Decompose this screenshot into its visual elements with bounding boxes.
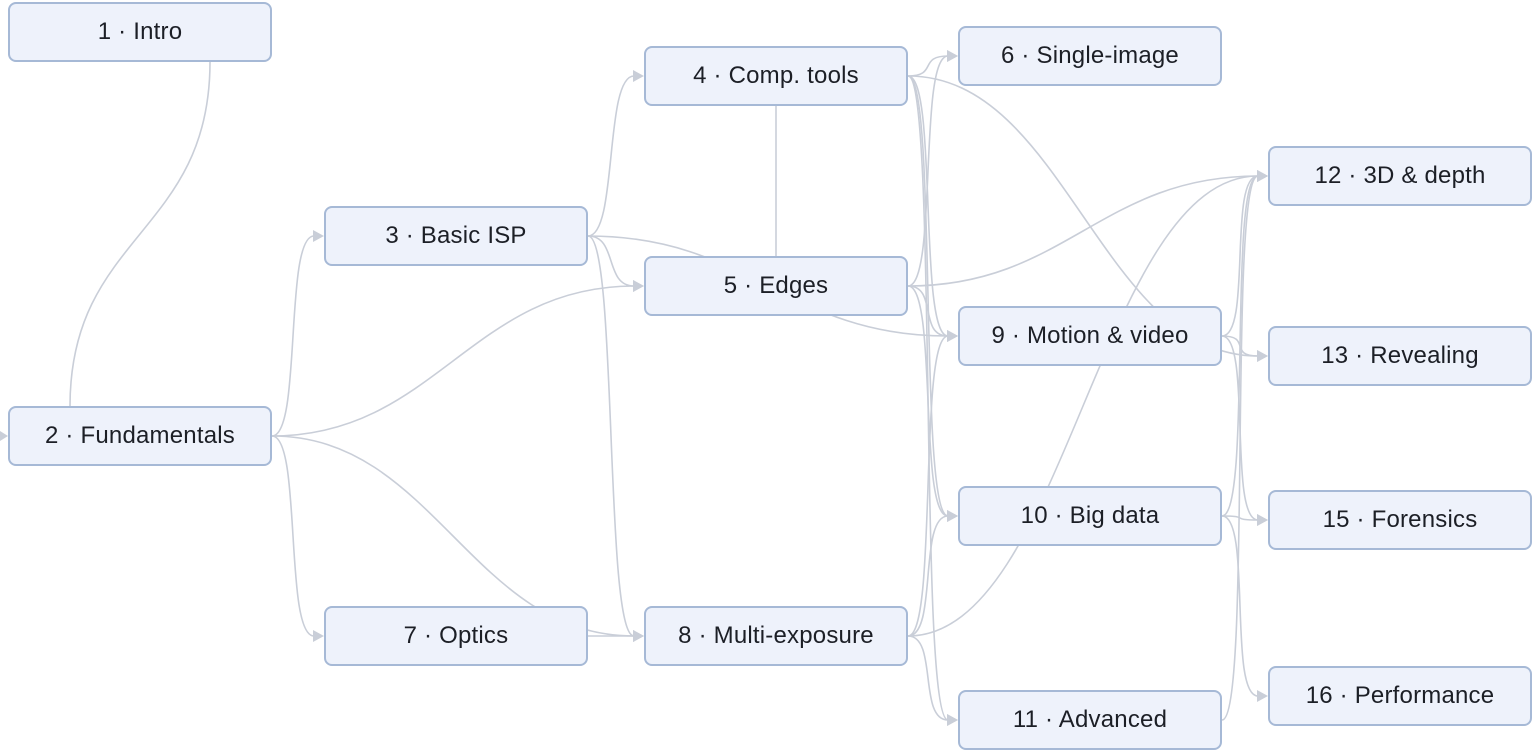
edge-n8-n10 bbox=[907, 515, 949, 637]
edge-n2-n7 bbox=[271, 435, 315, 637]
edge-n10-n15 bbox=[1221, 515, 1259, 521]
arrowhead-n7-n8 bbox=[633, 630, 644, 642]
arrowhead-n3-n4 bbox=[633, 70, 644, 82]
arrowhead-into-n2 bbox=[0, 431, 8, 441]
node-13-revealing[interactable]: 13 · Revealing bbox=[1268, 326, 1532, 386]
edge-n2-n5 bbox=[271, 285, 635, 437]
edge-n3-n4 bbox=[587, 75, 635, 237]
edge-n9-n12 bbox=[1221, 175, 1259, 337]
arrowhead-n8-n9 bbox=[947, 330, 958, 342]
arrowhead-n3-n5 bbox=[633, 280, 644, 292]
arrowhead-n8-n10 bbox=[947, 510, 958, 522]
edge-n8-n12 bbox=[907, 175, 1259, 637]
node-3-basic-isp[interactable]: 3 · Basic ISP bbox=[324, 206, 588, 266]
edge-n5-n12 bbox=[907, 175, 1259, 287]
node-1-intro[interactable]: 1 · Intro bbox=[8, 2, 272, 62]
edge-n3-n8 bbox=[587, 235, 635, 637]
edge-n2-n3 bbox=[271, 235, 315, 437]
node-4-comp-tools[interactable]: 4 · Comp. tools bbox=[644, 46, 908, 106]
node-2-fundamentals[interactable]: 2 · Fundamentals bbox=[8, 406, 272, 466]
edge-n8-n9 bbox=[907, 335, 949, 637]
arrowhead-n10-n15 bbox=[1257, 514, 1268, 526]
node-5-edges[interactable]: 5 · Edges bbox=[644, 256, 908, 316]
node-9-motion-and-video[interactable]: 9 · Motion & video bbox=[958, 306, 1222, 366]
node-12-3d-and-depth[interactable]: 12 · 3D & depth bbox=[1268, 146, 1532, 206]
edge-n10-n16 bbox=[1221, 515, 1259, 697]
edge-n4-n9 bbox=[907, 75, 949, 337]
edge-n8-n11 bbox=[907, 635, 949, 721]
edge-n5-n10 bbox=[907, 285, 949, 517]
edge-n4-n10 bbox=[907, 75, 949, 517]
arrowhead-n8-n11 bbox=[947, 714, 958, 726]
arrowhead-n11-n12 bbox=[1257, 170, 1268, 182]
node-7-optics[interactable]: 7 · Optics bbox=[324, 606, 588, 666]
node-15-forensics[interactable]: 15 · Forensics bbox=[1268, 490, 1532, 550]
node-10-big-data[interactable]: 10 · Big data bbox=[958, 486, 1222, 546]
arrowhead-n5-n6 bbox=[947, 50, 958, 62]
arrowhead-n10-n16 bbox=[1257, 690, 1268, 702]
node-11-advanced[interactable]: 11 · Advanced bbox=[958, 690, 1222, 750]
edge-n1-n2 bbox=[69, 61, 211, 407]
edge-n11-n12 bbox=[1221, 175, 1259, 721]
node-8-multi-exposure[interactable]: 8 · Multi-exposure bbox=[644, 606, 908, 666]
node-6-single-image[interactable]: 6 · Single-image bbox=[958, 26, 1222, 86]
edge-n5-n9 bbox=[907, 285, 949, 337]
arrowhead-n2-n3 bbox=[313, 230, 324, 242]
edge-n5-n6 bbox=[907, 55, 949, 287]
arrowhead-n9-n13 bbox=[1257, 350, 1268, 362]
edge-n10-n12 bbox=[1221, 175, 1259, 517]
edge-n3-n5 bbox=[587, 235, 635, 287]
arrowhead-n2-n7 bbox=[313, 630, 324, 642]
node-16-performance[interactable]: 16 · Performance bbox=[1268, 666, 1532, 726]
